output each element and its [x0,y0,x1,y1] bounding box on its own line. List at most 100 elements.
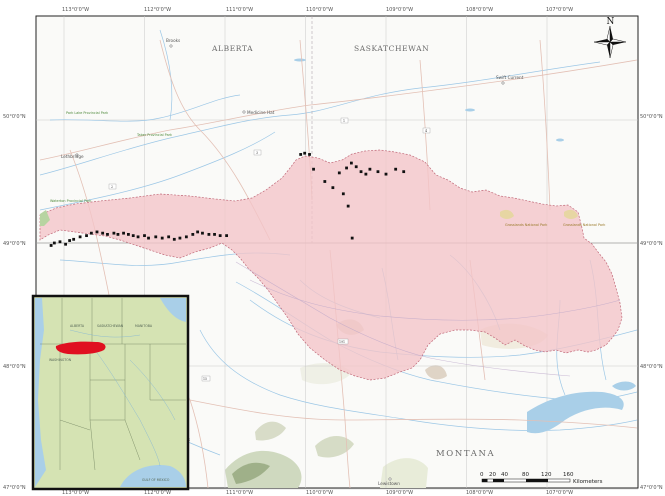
occurrence-point [394,167,398,171]
occurrence-point [201,231,204,235]
scale-tick-label: 40 [501,472,508,478]
occurrence-point [78,235,82,239]
study-area-polygon [39,149,623,381]
inset-gulf [120,464,186,487]
occurrence-point [101,231,105,235]
lon-label-top: 111°0'0"W [226,7,253,13]
inset-label: GULF OF MEXICO [142,478,170,482]
occurrence-point [345,166,348,170]
highway-shields: 1 2 3 4 15 191 [108,117,431,382]
occurrence-point [68,239,72,242]
highway-shield: 3 [253,149,262,156]
occurrence-point [49,244,53,247]
occurrence-point [225,234,229,238]
occurrence-point [72,237,76,241]
scale-bar: 0 20 40 80 120 160 Kilometers [480,472,603,485]
occurrence-point [337,171,341,175]
occurrence-point [89,231,93,235]
occurrence-point [350,236,354,240]
inset-pacific [35,298,46,487]
occurrence-point [359,170,363,174]
highway-shield: 1 [340,117,349,124]
svg-text:3: 3 [256,151,258,155]
occurrence-point [402,170,406,174]
occurrence-point [127,232,130,236]
highway-shield: 2 [108,183,117,190]
lon-label-top: 109°0'0"W [386,7,413,13]
occurrence-point [172,237,176,241]
lon-label-top: 107°0'0"W [546,7,573,13]
occurrence-point [58,240,62,244]
occurrence-point [116,232,120,236]
scale-tick-label: 120 [541,472,552,478]
town-label-lewistown: Lewistown [378,481,400,486]
highway-shield: 191 [337,338,349,345]
park-label-taber: Taber Provincial Park [136,133,172,137]
lon-label-bottom: 113°0'0"W [62,490,89,496]
lon-label-bottom: 109°0'0"W [386,490,413,496]
occurrence-point [368,167,372,171]
occurrence-points [49,151,406,247]
inset-study-area [55,341,106,355]
occurrence-point [364,172,368,176]
svg-text:4: 4 [425,129,427,133]
park-label-park-lake: Park Lake Provincial Park [66,111,108,115]
occurrence-point [331,186,335,190]
coordinate-labels: 113°0'0"W 112°0'0"W 111°0'0"W 110°0'0"W … [3,7,663,496]
scale-bar-segment [482,479,488,482]
scale-tick-label: 20 [489,472,496,478]
occurrence-point [354,165,358,169]
occurrence-point [341,192,345,196]
occurrence-point [349,161,353,165]
town-label-brooks: Brooks [166,38,180,43]
scale-unit-label: Kilometers [573,479,603,485]
highway-shield: 4 [422,127,431,134]
occurrence-point [160,236,164,240]
occurrence-point [184,235,188,239]
inset-map: ALBERTA SASKATCHEWAN MANITOBA WASHINGTON… [31,294,190,491]
occurrence-point [308,153,311,156]
occurrence-point [154,235,158,239]
park-areas [40,209,578,226]
svg-text:1: 1 [343,119,345,123]
lat-label-right: 48°0'0"N [640,364,663,370]
inset-label: SASKATCHEWAN [97,324,124,328]
inset-label: ALBERTA [70,324,85,328]
town-label-lethbridge: Lethbridge [61,154,84,159]
rivers-over-study-area [235,261,621,377]
lakes [294,58,636,434]
lon-label-top: 110°0'0"W [306,7,333,13]
lon-label-top: 108°0'0"W [466,7,493,13]
lat-label-right: 49°0'0"N [640,241,663,247]
lon-label-bottom: 108°0'0"W [466,490,493,496]
occurrence-point [112,231,116,235]
park-label-grasslands-east: Grasslands National Park [563,223,605,227]
park-label-waterton: Waterton Provincial Park [50,199,91,203]
lon-label-bottom: 112°0'0"W [144,490,171,496]
occurrence-point [95,230,99,234]
occurrence-point [299,153,303,156]
lat-label-right: 50°0'0"N [640,114,663,120]
occurrence-point [122,231,125,235]
scale-tick-label: 0 [480,472,484,478]
occurrence-point [64,242,68,246]
town-label-medicine-hat: Medicine Hat [247,110,275,115]
occurrence-point [323,180,327,183]
svg-text:15: 15 [203,377,207,381]
lon-label-top: 112°0'0"W [144,7,171,13]
occurrence-point [131,234,135,238]
scale-tick-label: 160 [563,472,574,478]
state-label-montana: MONTANA [436,449,495,459]
occurrence-point [218,234,222,238]
occurrence-point [85,234,88,238]
occurrence-point [52,241,56,245]
scale-bar-segment [493,479,504,482]
town-label-swift-current: Swift Current [496,75,524,80]
lat-label-left: 48°0'0"N [3,364,26,370]
occurrence-point [376,170,380,174]
occurrence-point [178,236,182,240]
scale-tick-label: 80 [522,472,529,478]
occurrence-point [136,235,140,239]
province-label-saskatchewan: SASKATCHEWAN [354,44,429,53]
